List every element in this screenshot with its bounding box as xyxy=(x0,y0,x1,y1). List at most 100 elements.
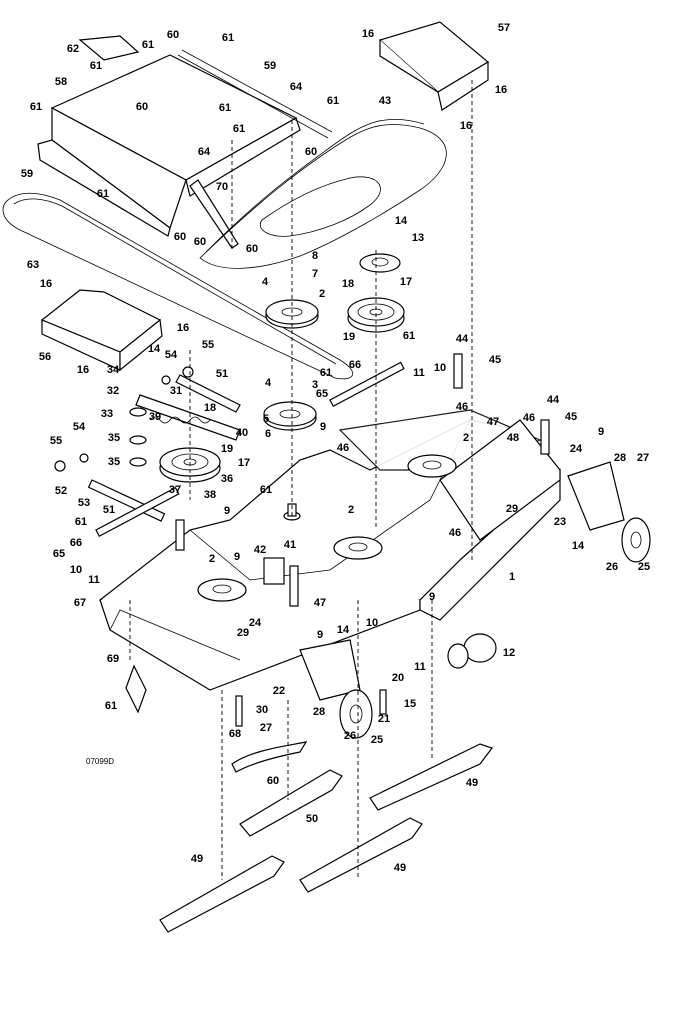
callout-52: 52 xyxy=(55,485,67,497)
callout-22: 22 xyxy=(273,685,285,697)
anti-scalp-wheels xyxy=(235,461,651,739)
callout-24: 24 xyxy=(249,617,262,629)
callout-36: 36 xyxy=(221,473,233,485)
callout-61: 61 xyxy=(222,32,234,44)
callout-59: 59 xyxy=(21,168,33,180)
callout-43: 43 xyxy=(379,95,391,107)
callout-18: 18 xyxy=(204,402,216,414)
callout-18: 18 xyxy=(342,278,354,290)
callout-60: 60 xyxy=(174,231,186,243)
callout-28: 28 xyxy=(313,706,325,718)
callout-58: 58 xyxy=(55,76,67,88)
callout-9: 9 xyxy=(429,591,435,603)
callout-61: 61 xyxy=(260,484,272,496)
callout-33: 33 xyxy=(101,408,113,420)
callout-64: 64 xyxy=(290,81,303,93)
callout-20: 20 xyxy=(392,672,404,684)
callout-16: 16 xyxy=(40,278,52,290)
callout-59: 59 xyxy=(264,60,276,72)
callout-42: 42 xyxy=(254,544,266,556)
callout-9: 9 xyxy=(598,426,604,438)
callout-12: 12 xyxy=(503,647,515,659)
callout-60: 60 xyxy=(167,29,179,41)
callout-49: 49 xyxy=(191,853,203,865)
callout-49: 49 xyxy=(466,777,478,789)
callout-41: 41 xyxy=(284,539,296,551)
callout-8: 8 xyxy=(312,250,318,262)
callout-16: 16 xyxy=(362,28,374,40)
callout-14: 14 xyxy=(572,540,585,552)
callout-55: 55 xyxy=(202,339,214,351)
callout-16: 16 xyxy=(77,364,89,376)
callout-6: 6 xyxy=(265,428,271,440)
pulleys xyxy=(159,253,457,602)
callout-31: 31 xyxy=(170,385,182,397)
callout-14: 14 xyxy=(337,624,350,636)
callout-16: 16 xyxy=(177,322,189,334)
callout-1: 1 xyxy=(509,571,515,583)
drawing-id: 07099D xyxy=(86,757,114,766)
callout-11: 11 xyxy=(88,574,100,586)
callout-61: 61 xyxy=(75,516,87,528)
callout-29: 29 xyxy=(506,503,518,515)
callout-4: 4 xyxy=(265,377,272,389)
callout-45: 45 xyxy=(489,354,501,366)
blades xyxy=(159,741,493,933)
callout-56: 56 xyxy=(39,351,51,363)
callout-61: 61 xyxy=(97,188,109,200)
callout-32: 32 xyxy=(107,385,119,397)
callout-10: 10 xyxy=(70,564,82,576)
callout-23: 23 xyxy=(554,516,566,528)
callout-37: 37 xyxy=(169,484,181,496)
callout-61: 61 xyxy=(219,102,231,114)
callout-54: 54 xyxy=(165,349,178,361)
callout-14: 14 xyxy=(395,215,408,227)
callout-46: 46 xyxy=(337,442,349,454)
callout-44: 44 xyxy=(456,333,469,345)
callout-29: 29 xyxy=(237,627,249,639)
callout-25: 25 xyxy=(371,734,383,746)
callout-51: 51 xyxy=(216,368,228,380)
callout-21: 21 xyxy=(378,713,390,725)
callout-61: 61 xyxy=(403,330,415,342)
idler-assembly xyxy=(54,353,550,537)
callout-61: 61 xyxy=(320,367,332,379)
callout-15: 15 xyxy=(404,698,416,710)
callout-61: 61 xyxy=(105,700,117,712)
callout-30: 30 xyxy=(256,704,268,716)
callout-51: 51 xyxy=(103,504,115,516)
callout-26: 26 xyxy=(606,561,618,573)
callout-60: 60 xyxy=(246,243,258,255)
callout-39: 39 xyxy=(149,411,161,423)
callout-34: 34 xyxy=(107,364,120,376)
callout-45: 45 xyxy=(565,411,577,423)
callout-9: 9 xyxy=(317,629,323,641)
callout-26: 26 xyxy=(344,730,356,742)
callout-46: 46 xyxy=(456,401,468,413)
callout-28: 28 xyxy=(614,452,626,464)
callout-61: 61 xyxy=(90,60,102,72)
callout-49: 49 xyxy=(394,862,406,874)
callout-55: 55 xyxy=(50,435,62,447)
callout-65: 65 xyxy=(316,388,328,400)
callout-9: 9 xyxy=(224,505,230,517)
callout-60: 60 xyxy=(136,101,148,113)
callout-61: 61 xyxy=(233,123,245,135)
callout-53: 53 xyxy=(78,497,90,509)
callout-5: 5 xyxy=(263,413,269,425)
callout-47: 47 xyxy=(487,416,499,428)
callout-24: 24 xyxy=(570,443,583,455)
callout-50: 50 xyxy=(306,813,318,825)
callout-61: 61 xyxy=(30,101,42,113)
callout-11: 11 xyxy=(414,661,426,673)
callout-2: 2 xyxy=(319,288,325,300)
callout-44: 44 xyxy=(547,394,560,406)
callout-17: 17 xyxy=(238,457,250,469)
callout-46: 46 xyxy=(523,412,535,424)
callout-47: 47 xyxy=(314,597,326,609)
callout-10: 10 xyxy=(434,362,446,374)
callout-10: 10 xyxy=(366,617,378,629)
callout-67: 67 xyxy=(74,597,86,609)
callout-61: 61 xyxy=(142,39,154,51)
